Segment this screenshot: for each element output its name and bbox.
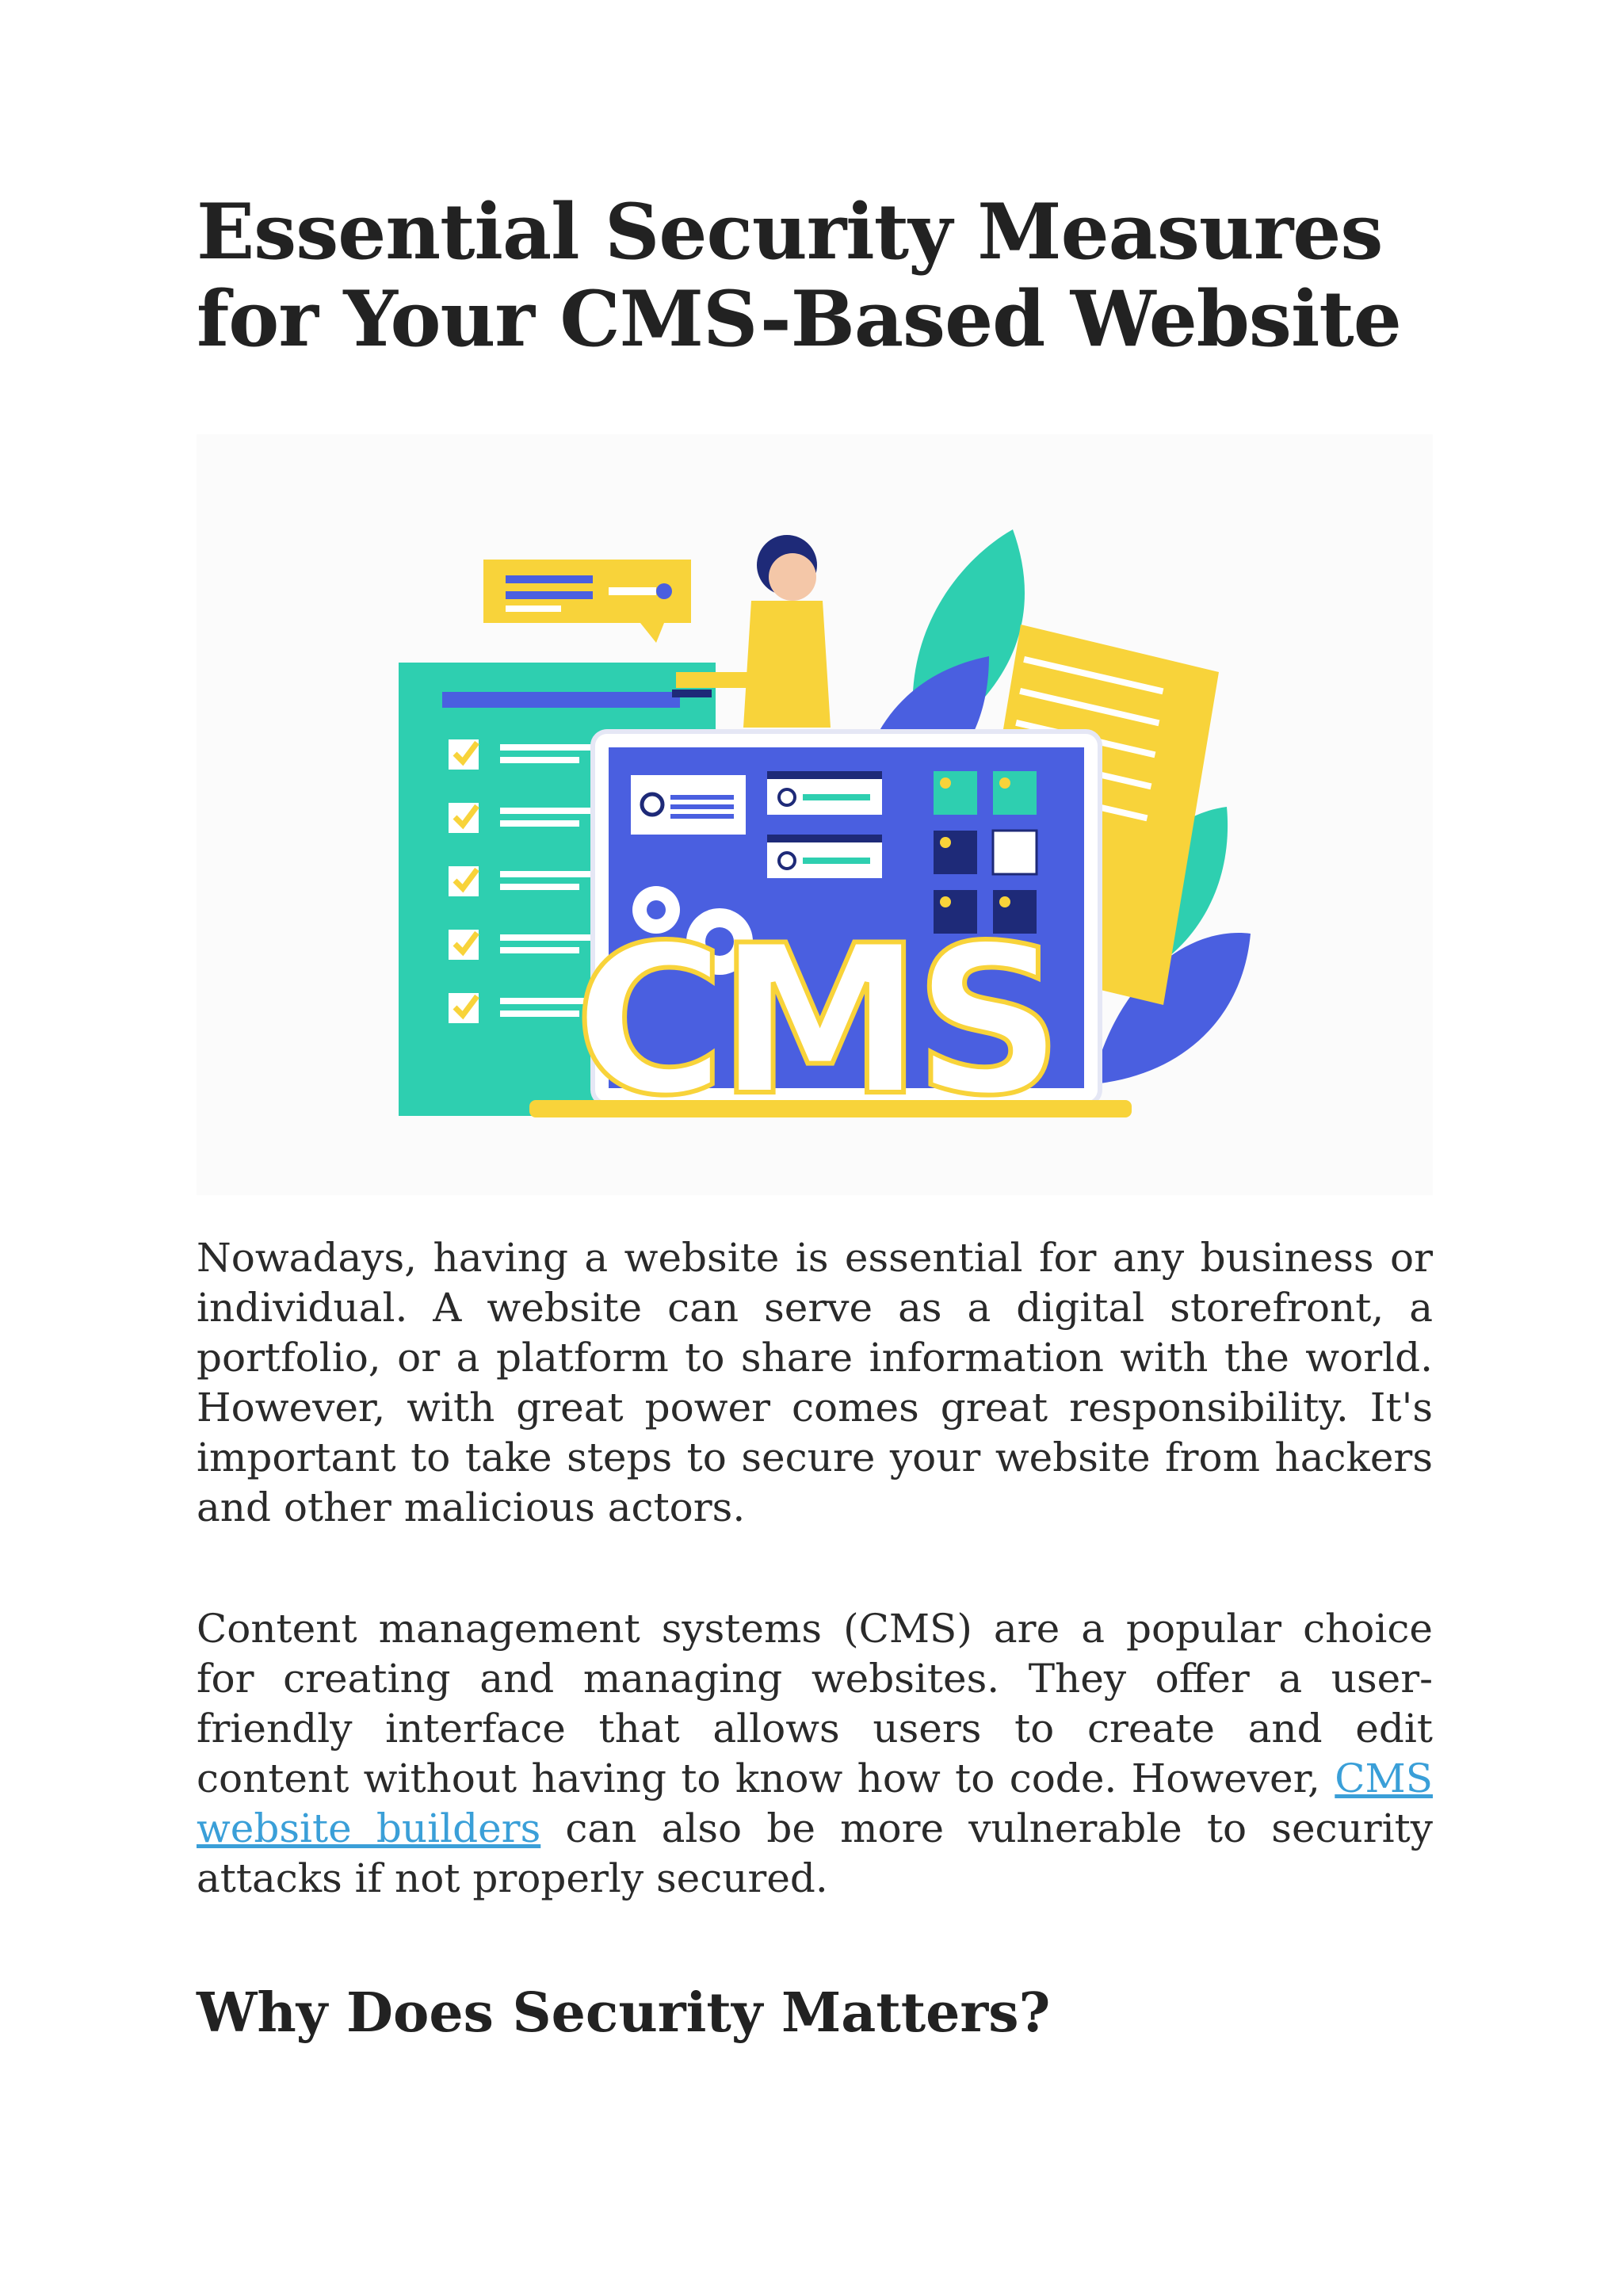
paragraph-cms-before-link: Content management systems (CMS) are a p… (197, 1606, 1433, 1801)
cms-illustration-icon: CMS (399, 529, 1251, 1144)
paragraph-cms-after-link: can also be more vulnerable to security … (197, 1805, 1433, 1901)
hero-illustration: CMS (197, 434, 1433, 1195)
paragraph-cms: Content management systems (CMS) are a p… (197, 1604, 1433, 1904)
section-heading: Why Does Security Matters? (197, 1981, 1051, 2045)
laptop-base (529, 1100, 1132, 1117)
person-figure (672, 535, 831, 728)
gear-icon (632, 886, 753, 975)
page-title: Essential Security Measures for Your CMS… (197, 187, 1402, 364)
image-grid (934, 771, 1038, 934)
checklist-items (449, 739, 595, 1023)
settings-bubble (483, 560, 691, 643)
monitor (590, 729, 1102, 1106)
paragraph-intro: Nowadays, having a website is essential … (197, 1235, 1433, 1530)
cms-website-builders-link[interactable]: CMS website builders (197, 1755, 1433, 1851)
